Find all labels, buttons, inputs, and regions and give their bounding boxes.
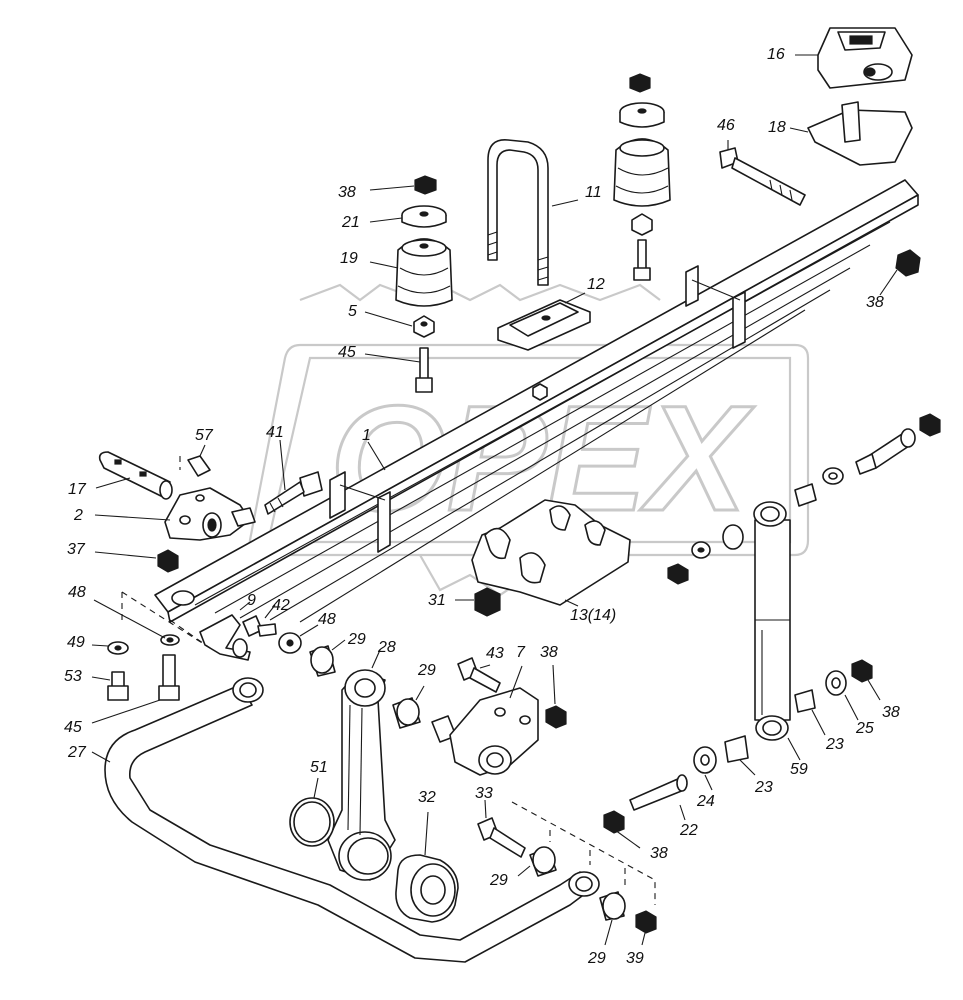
callout-21: 21 [342, 214, 360, 231]
shock-absorber-59 [753, 501, 801, 761]
callout-29: 29 [588, 950, 606, 967]
callout-46: 46 [717, 117, 735, 134]
bushing-29-b [392, 685, 425, 729]
callout-23: 23 [826, 736, 844, 753]
center-nut [532, 383, 548, 401]
bolt-33 [477, 799, 526, 858]
grease-fitting-57 [179, 444, 211, 477]
callout-7: 7 [516, 644, 525, 661]
shock-pin-upper [667, 413, 941, 585]
callout-22: 22 [680, 822, 698, 839]
bushing-29-d [599, 891, 626, 946]
fastener-column-left [91, 599, 180, 724]
callout-2: 2 [74, 507, 83, 524]
buffer-stack-left [364, 175, 453, 393]
callout-53: 53 [64, 668, 82, 685]
callout-59: 59 [790, 761, 808, 778]
callout-9: 9 [247, 592, 256, 609]
shock-pin-lower [603, 659, 881, 849]
spring-clamps [329, 265, 746, 553]
nut-38-bracket [545, 664, 567, 729]
callout-27: 27 [68, 744, 86, 761]
ring-51 [289, 777, 335, 847]
callout-25: 25 [856, 720, 874, 737]
callout-38: 38 [866, 294, 884, 311]
plate-12 [497, 292, 591, 351]
callout-17: 17 [68, 481, 86, 498]
u-bolt-11 [487, 139, 579, 286]
callout-48: 48 [318, 611, 336, 628]
callout-29: 29 [418, 662, 436, 679]
callout-16: 16 [767, 46, 785, 63]
callout-12: 12 [587, 276, 605, 293]
callout-18: 18 [768, 119, 786, 136]
stabilizer-bar-27 [91, 677, 600, 963]
callout-33: 33 [475, 785, 493, 802]
callout-42: 42 [272, 597, 290, 614]
callout-24: 24 [697, 793, 715, 810]
callout-19: 19 [340, 250, 358, 267]
callout-38: 38 [540, 644, 558, 661]
leader-1 [367, 441, 386, 471]
callout-32: 32 [418, 789, 436, 806]
nut-31 [455, 587, 501, 617]
callout-43: 43 [486, 645, 504, 662]
callout-48: 48 [68, 584, 86, 601]
bolt-42 [242, 604, 277, 637]
bolt-41 [264, 439, 323, 515]
washer-48 [278, 624, 319, 654]
buffer-stack-right [613, 73, 671, 281]
callout-38: 38 [650, 845, 668, 862]
bushing-29-c [517, 846, 557, 877]
pad-16 [795, 27, 913, 89]
callout-57: 57 [195, 427, 213, 444]
bracket-7 [431, 665, 539, 776]
callout-23: 23 [755, 779, 773, 796]
callout-28: 28 [378, 639, 396, 656]
callout-51: 51 [310, 759, 328, 776]
bolt-46 [719, 140, 806, 206]
nut-37 [94, 549, 179, 573]
nut-39 [635, 910, 657, 946]
callout-39: 39 [626, 950, 644, 967]
bracket-9 [199, 601, 251, 661]
callout-45: 45 [338, 344, 356, 361]
bracket-2 [94, 487, 256, 541]
bolt-43 [457, 657, 501, 693]
callout-29: 29 [490, 872, 508, 889]
bracket-13-14 [471, 499, 631, 607]
callout-38: 38 [882, 704, 900, 721]
pad-18 [789, 101, 913, 166]
nut-38-right [879, 249, 921, 296]
callout-11: 11 [585, 184, 602, 201]
callout-1: 1 [362, 427, 371, 444]
callout-29: 29 [348, 631, 366, 648]
spring-pin-17 [95, 451, 173, 500]
callout-45: 45 [64, 719, 82, 736]
bushing-32 [395, 811, 459, 923]
link-28 [327, 649, 396, 881]
callout-31: 31 [428, 592, 446, 609]
callout-37: 37 [67, 541, 85, 558]
callout-5: 5 [348, 303, 357, 320]
callout-41: 41 [266, 424, 284, 441]
callout-13-14: 13(14) [570, 607, 617, 624]
callout-38: 38 [338, 184, 356, 201]
bushing-29-a [309, 639, 346, 677]
callout-49: 49 [67, 634, 85, 651]
